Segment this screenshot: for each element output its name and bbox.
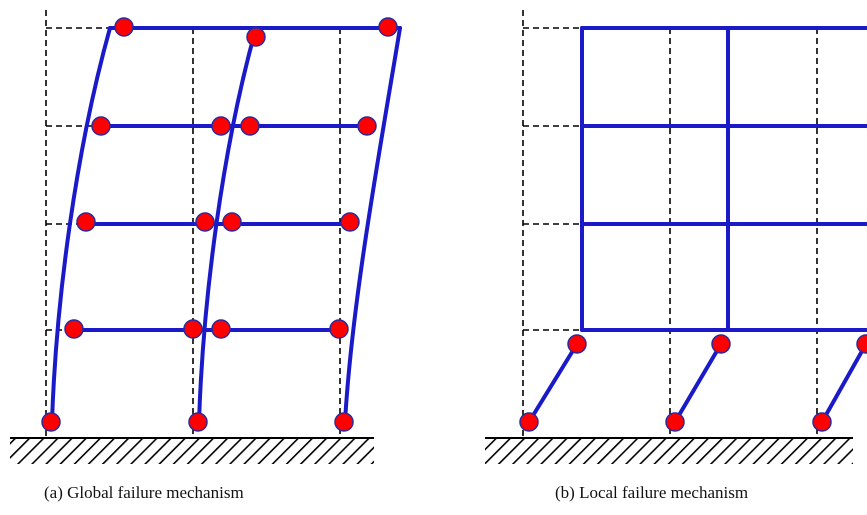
plastic-hinge-icon bbox=[246, 27, 266, 47]
plastic-hinge-icon bbox=[711, 334, 731, 354]
plastic-hinge-icon bbox=[378, 17, 398, 37]
panel-b-caption: (b) Local failure mechanism bbox=[555, 483, 749, 502]
plastic-hinge-icon bbox=[334, 412, 354, 432]
plastic-hinge-icon bbox=[340, 212, 360, 232]
plastic-hinge-icon bbox=[76, 212, 96, 232]
plastic-hinge-icon bbox=[183, 319, 203, 339]
plastic-hinge-icon bbox=[357, 116, 377, 136]
plastic-hinge-icon bbox=[41, 412, 61, 432]
panel-a-column-left bbox=[50, 26, 112, 424]
plastic-hinge-icon bbox=[195, 212, 215, 232]
plastic-hinge-icon bbox=[211, 319, 231, 339]
panel-a-column-right bbox=[343, 26, 402, 424]
panel-b-sway-column-right bbox=[820, 342, 867, 424]
plastic-hinge-icon bbox=[114, 17, 134, 37]
panel-b-deformed-frame bbox=[527, 26, 867, 424]
panel-a-global-mechanism bbox=[10, 10, 402, 464]
panel-a-fixed-support bbox=[10, 437, 374, 464]
plastic-hinge-icon bbox=[211, 116, 231, 136]
plastic-hinge-icon bbox=[64, 319, 84, 339]
plastic-hinge-icon bbox=[519, 412, 539, 432]
plastic-hinge-icon bbox=[240, 116, 260, 136]
plastic-hinge-icon bbox=[188, 412, 208, 432]
plastic-hinge-icon bbox=[812, 412, 832, 432]
plastic-hinge-icon bbox=[567, 334, 587, 354]
panel-a-caption: (a) Global failure mechanism bbox=[44, 483, 244, 502]
panel-b-reference-grid bbox=[522, 10, 818, 438]
panel-b-sway-column-middle bbox=[673, 342, 723, 424]
panel-b-fixed-support bbox=[485, 437, 853, 464]
panel-b-plastic-hinges bbox=[519, 334, 867, 432]
plastic-hinge-icon bbox=[665, 412, 685, 432]
panel-b-local-mechanism bbox=[485, 10, 867, 464]
plastic-hinge-icon bbox=[329, 319, 349, 339]
plastic-hinge-icon bbox=[91, 116, 111, 136]
panel-b-sway-column-left bbox=[527, 342, 579, 424]
plastic-hinge-icon bbox=[856, 334, 867, 354]
panel-a-plastic-hinges bbox=[41, 17, 398, 432]
plastic-hinge-icon bbox=[222, 212, 242, 232]
